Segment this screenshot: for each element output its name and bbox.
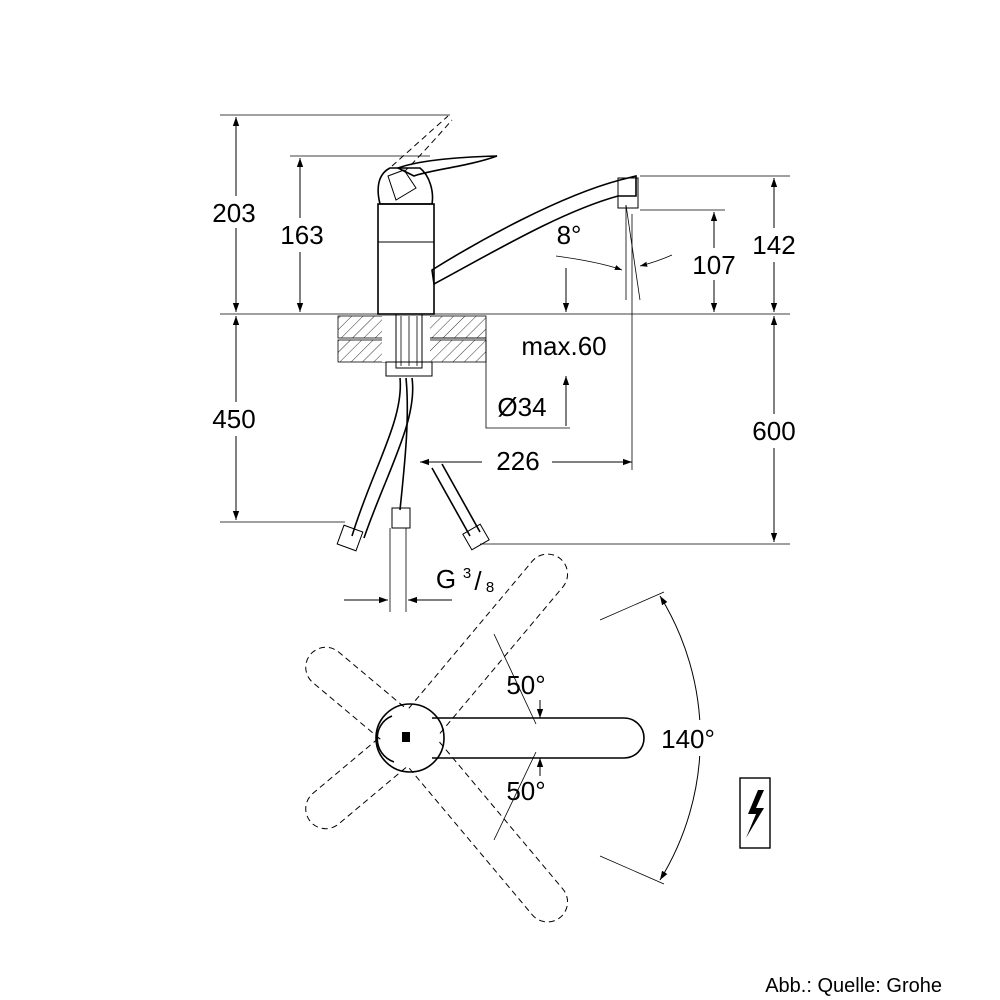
supply-hose-left	[351, 377, 402, 537]
dim-spout-height: 142	[752, 230, 795, 260]
leader-countertop	[430, 337, 570, 429]
hose-fitting-right	[462, 523, 490, 551]
aerator	[617, 177, 639, 209]
dim-hose-length-left: 450	[212, 404, 255, 434]
angle-leader-upper	[493, 633, 537, 725]
arc-extension-bottom	[599, 855, 665, 885]
handle-cap	[377, 167, 434, 205]
lever-back-lower-position	[305, 736, 407, 830]
handle-lever-raised-outline-2	[403, 119, 453, 173]
supply-hose-left-2	[363, 377, 414, 539]
side-view: 203 163 142 107 8°	[200, 114, 808, 612]
thread-letter: G	[436, 564, 456, 594]
dim-outlet-height: 107	[692, 250, 735, 280]
faucet-body	[377, 203, 435, 315]
top-view: 50° 50° 140°	[305, 553, 726, 923]
lever-upper-position	[408, 553, 569, 735]
dim-total-height: 203	[212, 198, 255, 228]
angle-leader-lower	[493, 751, 537, 841]
spout	[431, 174, 637, 286]
lever-back-upper-position	[305, 646, 407, 740]
angle-upper: 50°	[506, 670, 545, 700]
outlet-tilted-line	[625, 204, 641, 301]
dim-countertop-thickness: max.60	[521, 331, 606, 361]
angle-total: 140°	[661, 724, 715, 754]
dim-hose-length-right: 600	[752, 416, 795, 446]
handle-indicator	[402, 732, 410, 742]
dim-body-height: 163	[280, 220, 323, 250]
supply-hose-right	[431, 467, 471, 537]
mounting-shank	[395, 313, 423, 369]
angle-lower: 50°	[506, 776, 545, 806]
image-credit: Abb.: Quelle: Grohe	[765, 975, 942, 997]
supply-hose-right-2	[441, 463, 481, 533]
thread-slash: /	[474, 566, 482, 596]
handle-base-circle	[375, 703, 445, 773]
handle-joint	[387, 169, 417, 201]
hose-fitting-left	[336, 524, 364, 552]
dim-hole-diameter: Ø34	[497, 392, 546, 422]
lever-center-position	[432, 717, 645, 759]
supply-hose-middle	[399, 377, 409, 511]
handle-lever	[395, 155, 498, 177]
dim-spout-angle: 8°	[557, 220, 582, 250]
angle-arrow-left	[555, 255, 623, 271]
thread-denominator: 8	[486, 579, 494, 596]
hose-fitting-middle	[391, 507, 411, 529]
mounting-nut	[385, 361, 433, 377]
dim-reach: 226	[496, 446, 539, 476]
arc-extension-top	[599, 591, 665, 621]
handle-lever-raised-outline	[391, 115, 449, 167]
angle-arrow-right	[639, 254, 673, 267]
lightning-icon	[739, 777, 771, 849]
thread-numerator: 3	[463, 565, 471, 582]
lever-lower-position	[408, 741, 569, 923]
